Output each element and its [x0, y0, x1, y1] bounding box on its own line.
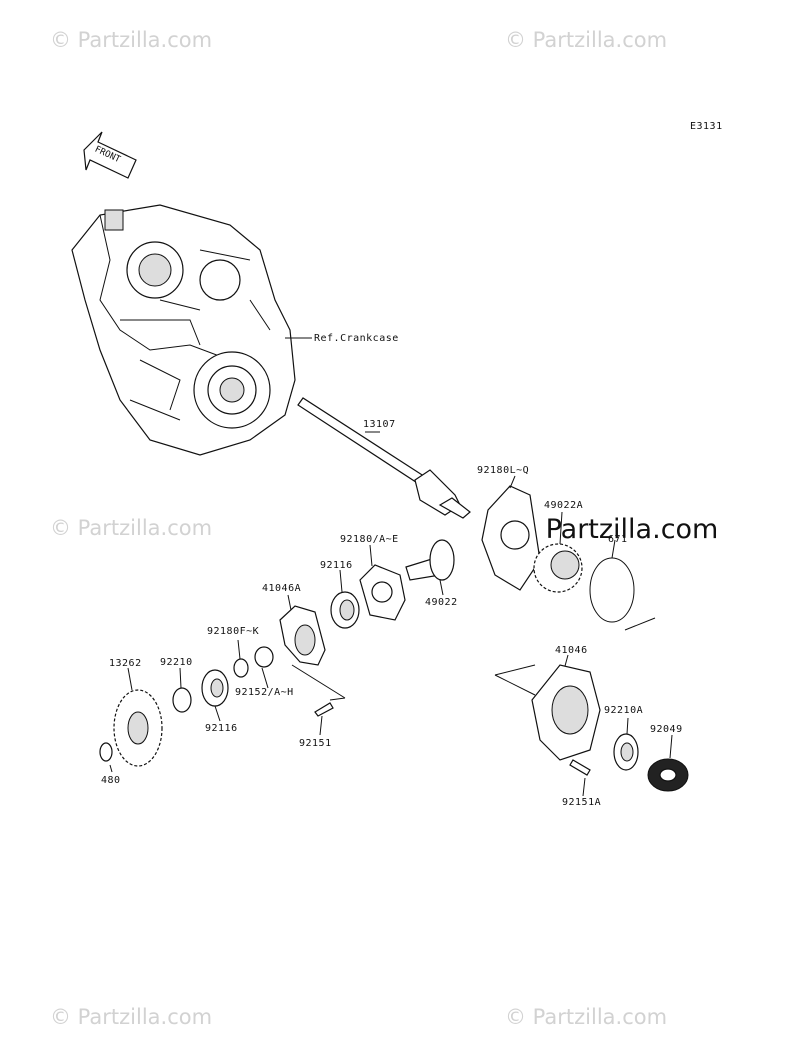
label-92180FK: 92180F~K: [207, 626, 260, 637]
gear-49022A: [533, 511, 583, 593]
gear-13262: [99, 667, 163, 773]
shaft-13107: [297, 397, 471, 519]
label-480: 480: [101, 775, 121, 786]
label-92116-lower: 92116: [205, 723, 238, 734]
oring-671: [589, 539, 656, 631]
label-92151A: 92151A: [562, 797, 602, 808]
label-92180LQ: 92180L~Q: [477, 465, 530, 476]
watermark: © Partzilla.com: [505, 1005, 668, 1029]
housing-41046A: [279, 594, 326, 666]
gasket-92180AE: [359, 544, 406, 621]
label-41046A: 41046A: [262, 583, 302, 594]
diagram-code: E3131: [690, 121, 723, 132]
crankcase-drawing: [71, 204, 312, 456]
pinion-49022: [405, 539, 455, 596]
label-92210: 92210: [160, 657, 193, 668]
label-49022: 49022: [425, 597, 458, 608]
label-671: 671: [608, 534, 628, 545]
label-13107: 13107: [363, 419, 396, 430]
label-92180AE: 92180/A~E: [340, 534, 399, 545]
watermark-prominent: © Partzilla.com: [510, 514, 719, 545]
front-arrow-icon: FRONT: [83, 131, 137, 179]
watermark: © Partzilla.com: [505, 28, 668, 52]
label-41046: 41046: [555, 645, 588, 656]
small-parts-left: [172, 639, 346, 736]
label-92152AH: 92152/A~H: [235, 687, 294, 698]
bearing-92116-upper: [330, 569, 360, 629]
label-ref-crankcase: Ref.Crankcase: [314, 333, 399, 344]
housing-41046: [494, 654, 601, 761]
label-13262: 13262: [109, 658, 142, 669]
watermark: © Partzilla.com: [50, 516, 213, 540]
label-92210A: 92210A: [604, 705, 644, 716]
watermark: © Partzilla.com: [50, 1005, 213, 1029]
small-parts-right: [569, 717, 689, 797]
label-92116-upper: 92116: [320, 560, 353, 571]
label-92049: 92049: [650, 724, 683, 735]
watermark: © Partzilla.com: [50, 28, 213, 52]
label-49022A: 49022A: [544, 500, 584, 511]
gasket-92180LQ: [481, 475, 541, 591]
label-92151: 92151: [299, 738, 332, 749]
